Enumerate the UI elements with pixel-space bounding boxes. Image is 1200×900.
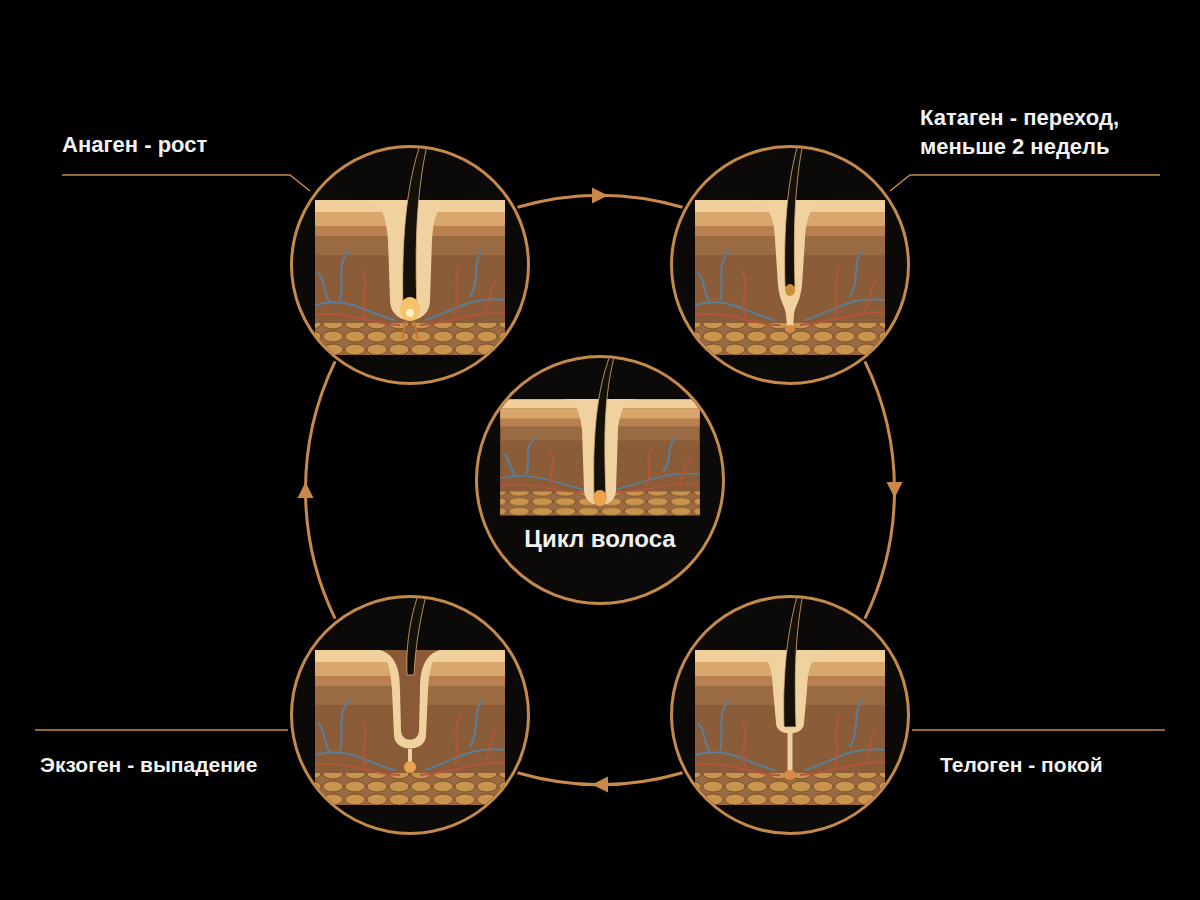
cycle-arrow: [865, 361, 903, 618]
anagen-circle: Анаген - рост: [290, 145, 530, 385]
telogen-follicle: [695, 555, 885, 805]
stage-label: Телоген - покой: [940, 751, 1103, 778]
cycle-center-circle: Цикл волоса: [475, 355, 725, 605]
leader-lines: [35, 175, 1165, 730]
catagen-follicle: [695, 105, 885, 355]
telogen-circle: Телоген - покой: [670, 595, 910, 835]
exogen-follicle: [315, 540, 505, 805]
catagen-circle: Катаген - переход, меньше 2 недель: [670, 145, 910, 385]
exogen-circle: Экзоген - выпадение: [290, 595, 530, 835]
stage-label: Экзоген - выпадение: [40, 751, 257, 778]
cycle-arrow: [517, 773, 682, 793]
cycle-arc: [865, 361, 895, 618]
arrow-head: [886, 482, 902, 498]
cycle-arrow: [517, 188, 682, 208]
circle-grounds: [291, 146, 909, 834]
arrow-head: [592, 188, 608, 204]
stage-label: Катаген - переход, меньше 2 недель: [920, 104, 1182, 161]
arrow-head: [298, 482, 314, 498]
anagen-follicle: [315, 105, 505, 355]
stage-label: Анаген - рост: [62, 131, 207, 160]
cycle-arrow: [298, 361, 336, 618]
arrow-head: [592, 776, 608, 792]
stage-label: Цикл волоса: [475, 523, 725, 554]
cycle-arc: [306, 361, 336, 618]
